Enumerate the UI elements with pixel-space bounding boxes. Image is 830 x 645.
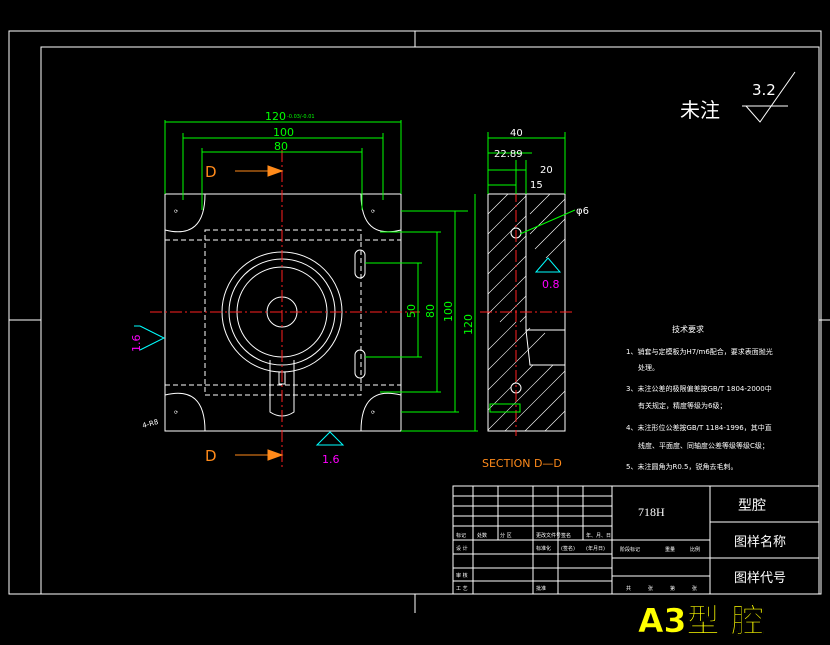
dim-height-100: 100 <box>442 301 455 322</box>
roughness-symbol-icon <box>742 71 796 123</box>
title-block <box>452 485 820 595</box>
section-dimensions <box>487 132 576 235</box>
roughness-marks: 1.6 1.6 0.8 <box>130 257 562 466</box>
svg-text:(年月日): (年月日) <box>586 545 605 552</box>
dim-width-100: 100 <box>273 126 294 139</box>
svg-text:⟳: ⟳ <box>174 209 179 215</box>
dim-width-total: 120 <box>265 110 286 123</box>
dim-thick-40: 40 <box>510 128 523 139</box>
roughness-left-value: 1.6 <box>130 335 143 353</box>
front-view: ⟳ ⟳ ⟳ ⟳ <box>150 150 420 470</box>
svg-text:张: 张 <box>648 585 653 592</box>
svg-text:年、月、日: 年、月、日 <box>586 532 611 539</box>
svg-text:阶段标记: 阶段标记 <box>620 546 640 553</box>
note-line-3: 3、未注公差的极限偏差按GB/T 1804-2000中 <box>626 384 772 393</box>
dim-hole-dia: φ6 <box>576 206 589 217</box>
section-arrow-top-icon <box>235 165 284 177</box>
svg-text:标记: 标记 <box>456 532 466 539</box>
technical-notes: 技术要求 1、销套与定模板为H7/m6配合，要求表面抛光 处理。 3、未注公差的… <box>626 324 773 471</box>
svg-text:签名: 签名 <box>561 532 571 539</box>
sheet-border <box>8 30 830 613</box>
tb-part-name: 型腔 <box>738 498 766 514</box>
dim-height-120: 120 <box>462 314 475 335</box>
section-markers: D D <box>205 163 284 465</box>
note-line-7: 5、未注圆角为R0.5，锐角去毛刺。 <box>626 462 737 471</box>
dim-thick-15: 15 <box>530 180 543 191</box>
svg-text:⟳: ⟳ <box>371 410 376 416</box>
tb-drawing-code-label: 图样代号 <box>734 571 786 586</box>
surface-note-roughness: 3.2 <box>752 81 776 99</box>
svg-text:处数: 处数 <box>477 532 487 539</box>
roughness-section-icon <box>534 257 562 273</box>
svg-text:⟳: ⟳ <box>174 410 179 416</box>
roughness-bottom-value: 1.6 <box>322 453 340 466</box>
svg-text:比例: 比例 <box>690 546 700 553</box>
svg-text:更改文件号: 更改文件号 <box>536 532 561 539</box>
front-dimensions <box>164 120 478 432</box>
svg-text:审 核: 审 核 <box>456 572 468 579</box>
note-line-2: 处理。 <box>638 363 659 372</box>
section-mark-top: D <box>205 163 217 181</box>
roughness-left-icon <box>134 325 166 351</box>
note-line-1: 1、销套与定模板为H7/m6配合，要求表面抛光 <box>626 347 773 356</box>
title-block-text: 718H 型腔 图样名称 图样代号 标记 处数 分 区 更改文件号 签名 年、月… <box>456 498 786 592</box>
section-arrow-bottom-icon <box>235 449 284 461</box>
note-line-5: 4、未注形位公差按GB/T 1184-1996，其中直 <box>626 423 772 432</box>
svg-text:张: 张 <box>692 585 697 592</box>
section-label: SECTION D—D <box>482 457 562 470</box>
surface-finish-note: 未注 3.2 <box>680 71 796 123</box>
dim-chamfer: 4-R8 <box>141 418 159 430</box>
notes-heading: 技术要求 <box>672 324 704 334</box>
svg-text:共: 共 <box>626 585 631 592</box>
dim-height-80: 80 <box>424 304 437 318</box>
note-line-6: 线度、平面度、同轴度公差等级等级C级； <box>638 441 769 450</box>
dim-height-50: 50 <box>405 304 418 318</box>
svg-text:设 计: 设 计 <box>456 545 468 552</box>
section-view <box>480 190 575 436</box>
svg-text:标准化: 标准化 <box>536 545 551 552</box>
tb-material: 718H <box>638 505 665 519</box>
roughness-section-value: 0.8 <box>542 278 560 291</box>
surface-note-label: 未注 <box>680 98 720 122</box>
dim-thick-2289: 22.89 <box>494 149 523 160</box>
title-stamp: A3型 腔 <box>638 601 764 640</box>
note-line-4: 有关规定，精度等级为6级； <box>638 401 726 410</box>
svg-text:分 区: 分 区 <box>500 532 512 539</box>
svg-text:第: 第 <box>670 585 675 592</box>
dim-width-tol: -0.03/-0.01 <box>287 114 315 120</box>
svg-text:(签名): (签名) <box>561 545 575 552</box>
dim-thick-20: 20 <box>540 165 553 176</box>
svg-text:⟳: ⟳ <box>371 209 376 215</box>
dim-width-80: 80 <box>274 140 288 153</box>
svg-text:工 艺: 工 艺 <box>456 586 468 592</box>
section-mark-bottom: D <box>205 447 217 465</box>
svg-text:批准: 批准 <box>536 585 546 592</box>
svg-text:重量: 重量 <box>665 546 675 553</box>
roughness-bottom-icon <box>315 431 345 446</box>
tb-drawing-name-label: 图样名称 <box>734 534 786 550</box>
